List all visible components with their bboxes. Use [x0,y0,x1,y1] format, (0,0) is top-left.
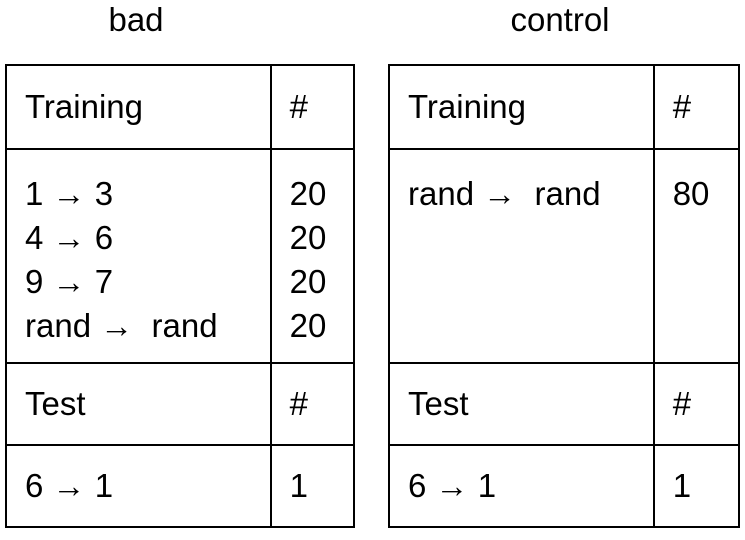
count-header: # [652,64,741,150]
count: 20 [289,175,327,212]
table-bad: Training # 1 → 3 4 → 6 9 → 7 rand → rand… [5,64,356,528]
training-header: Training [5,64,272,150]
mapping: rand → rand [408,175,601,212]
table-control: Training # rand → rand 80 Test # 6 → 1 1 [388,64,741,528]
training-counts: 80 [652,148,741,364]
mapping: 9 → 7 [25,263,114,300]
training-counts: 20 20 20 20 [269,148,356,364]
test-body-row: 6 → 1 1 [5,444,356,528]
test-count-header: # [652,362,741,446]
mapping: 4 → 6 [25,219,114,256]
test-body-row: 6 → 1 1 [388,444,741,528]
test-count: 1 [269,444,356,528]
test-mapping: 6 → 1 [388,444,655,528]
test-header: Test [5,362,272,446]
test-count: 1 [652,444,741,528]
training-body-row: 1 → 3 4 → 6 9 → 7 rand → rand 20 20 20 2… [5,148,356,364]
test-header-row: Test # [5,362,356,446]
training-header: Training [388,64,655,150]
count: 20 [289,307,327,344]
count-header: # [269,64,356,150]
test-count-header: # [269,362,356,446]
panel-title: control [510,1,610,38]
training-body-row: rand → rand 80 [388,148,741,364]
mapping: 1 → 3 [25,175,114,212]
count: 20 [289,219,327,256]
test-header-row: Test # [388,362,741,446]
training-header-row: Training # [5,64,356,150]
mapping: rand → rand [25,307,218,344]
count: 80 [672,175,710,212]
training-mappings: 1 → 3 4 → 6 9 → 7 rand → rand [5,148,272,364]
count: 20 [289,263,327,300]
test-mapping: 6 → 1 [5,444,272,528]
training-mappings: rand → rand [388,148,655,364]
test-header: Test [388,362,655,446]
training-header-row: Training # [388,64,741,150]
panel-title: bad [108,1,164,38]
